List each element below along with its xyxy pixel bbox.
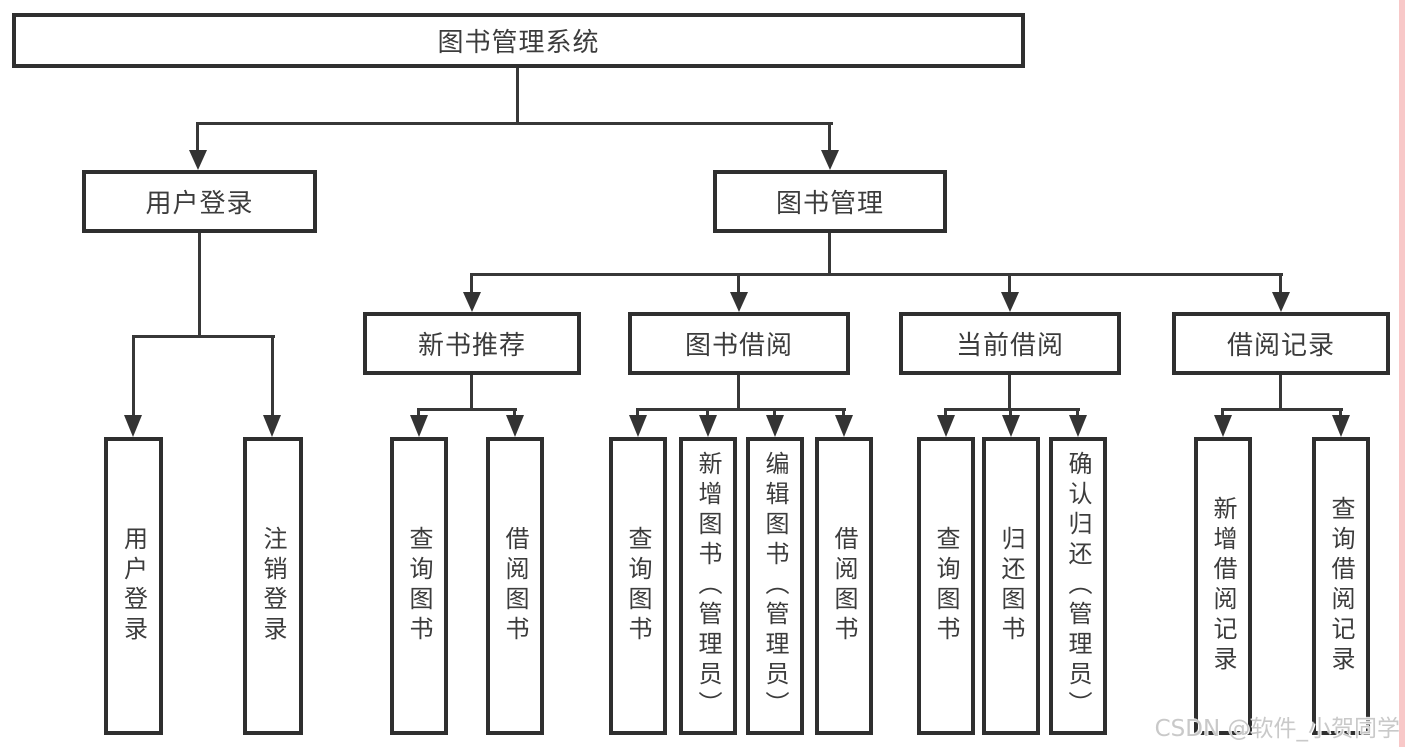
arrow-down-icon <box>937 415 955 437</box>
leaf-add-borrow-record-label: 新增借阅记录 <box>1209 496 1237 676</box>
arrow-down-icon <box>821 150 839 170</box>
connector-line <box>198 233 201 335</box>
node-user-login-label: 用户登录 <box>145 189 254 219</box>
leaf-add-book-admin: 新增图书（管理员） <box>679 437 737 735</box>
connector-line <box>132 335 275 338</box>
connector-line <box>196 122 833 125</box>
arrow-down-icon <box>263 415 281 437</box>
arrow-down-icon <box>1002 415 1020 437</box>
arrow-down-icon <box>835 415 853 437</box>
leaf-query-books-recommend-label: 查询图书 <box>405 526 433 646</box>
arrow-down-icon <box>1069 415 1087 437</box>
connector-line <box>470 273 1283 276</box>
csdn-watermark: CSDN @软件_小贺同学 <box>1154 716 1400 742</box>
connector-line <box>1279 273 1282 292</box>
node-current-borrowing-label: 当前借阅 <box>955 331 1064 361</box>
connector-line <box>828 122 831 152</box>
leaf-return-book-label: 归还图书 <box>997 526 1025 646</box>
node-book-management-label: 图书管理 <box>775 189 884 219</box>
connector-line <box>516 68 519 122</box>
connector-line <box>1009 408 1012 417</box>
leaf-borrow-books-borrowing-label: 借阅图书 <box>830 526 858 646</box>
leaf-add-borrow-record: 新增借阅记录 <box>1194 437 1252 735</box>
node-borrowing-records: 借阅记录 <box>1172 312 1390 375</box>
connector-line <box>470 273 473 292</box>
connector-line <box>636 408 846 411</box>
connector-line <box>1221 408 1224 417</box>
connector-line <box>1008 273 1011 292</box>
connector-line <box>944 408 947 417</box>
leaf-logout: 注销登录 <box>243 437 303 735</box>
leaf-add-book-admin-label: 新增图书（管理员） <box>694 451 722 721</box>
connector-line <box>737 273 740 292</box>
node-user-login: 用户登录 <box>82 170 317 233</box>
arrow-down-icon <box>1332 415 1350 437</box>
leaf-logout-label: 注销登录 <box>259 526 287 646</box>
node-new-book-recommend: 新书推荐 <box>363 312 581 375</box>
connector-line <box>1076 408 1079 417</box>
leaf-query-borrow-record: 查询借阅记录 <box>1312 437 1370 735</box>
connector-line <box>513 408 516 417</box>
connector-line <box>842 408 845 417</box>
leaf-query-books-recommend: 查询图书 <box>390 437 448 735</box>
connector-line <box>132 335 135 415</box>
arrow-down-icon <box>189 150 207 170</box>
node-borrowing-records-label: 借阅记录 <box>1226 331 1335 361</box>
arrow-down-icon <box>410 415 428 437</box>
arrow-down-icon <box>506 415 524 437</box>
connector-line <box>470 375 473 408</box>
arrow-down-icon <box>463 292 481 312</box>
arrow-down-icon <box>766 415 784 437</box>
connector-line <box>706 408 709 417</box>
leaf-edit-book-admin-label: 编辑图书（管理员） <box>761 451 789 721</box>
connector-line <box>1221 408 1343 411</box>
arrow-down-icon <box>1214 415 1232 437</box>
leaf-user-login: 用户登录 <box>104 437 163 735</box>
connector-line <box>944 408 1080 411</box>
right-edge-strip <box>1399 0 1405 747</box>
arrow-down-icon <box>1001 292 1019 312</box>
connector-line <box>417 408 420 417</box>
connector-line <box>271 335 274 415</box>
node-new-book-recommend-label: 新书推荐 <box>417 331 526 361</box>
connector-line <box>636 408 639 417</box>
connector-line <box>828 233 831 273</box>
connector-line <box>1339 408 1342 417</box>
node-current-borrowing: 当前借阅 <box>899 312 1121 375</box>
leaf-borrow-books-recommend-label: 借阅图书 <box>501 526 529 646</box>
connector-line <box>737 375 740 408</box>
leaf-edit-book-admin: 编辑图书（管理员） <box>746 437 804 735</box>
node-library-system: 图书管理系统 <box>12 13 1025 68</box>
connector-line <box>196 122 199 152</box>
leaf-query-books-borrowing-label: 查询图书 <box>624 526 652 646</box>
leaf-confirm-return-admin-label: 确认归还（管理员） <box>1064 451 1092 721</box>
node-library-system-label: 图书管理系统 <box>437 28 600 58</box>
node-book-management: 图书管理 <box>713 170 947 233</box>
leaf-query-books-current-label: 查询图书 <box>932 526 960 646</box>
leaf-borrow-books-borrowing: 借阅图书 <box>815 437 873 735</box>
leaf-query-borrow-record-label: 查询借阅记录 <box>1327 496 1355 676</box>
arrow-down-icon <box>629 415 647 437</box>
node-book-borrowing-label: 图书借阅 <box>684 331 793 361</box>
leaf-confirm-return-admin: 确认归还（管理员） <box>1049 437 1107 735</box>
connector-line <box>1279 375 1282 408</box>
connector-line <box>417 408 517 411</box>
leaf-query-books-borrowing: 查询图书 <box>609 437 667 735</box>
leaf-borrow-books-recommend: 借阅图书 <box>486 437 544 735</box>
leaf-return-book: 归还图书 <box>982 437 1040 735</box>
arrow-down-icon <box>1272 292 1290 312</box>
leaf-query-books-current: 查询图书 <box>917 437 975 735</box>
connector-line <box>1008 375 1011 408</box>
arrow-down-icon <box>730 292 748 312</box>
leaf-user-login-label: 用户登录 <box>119 526 148 646</box>
arrow-down-icon <box>699 415 717 437</box>
arrow-down-icon <box>124 415 142 437</box>
connector-line <box>773 408 776 417</box>
node-book-borrowing: 图书借阅 <box>628 312 850 375</box>
